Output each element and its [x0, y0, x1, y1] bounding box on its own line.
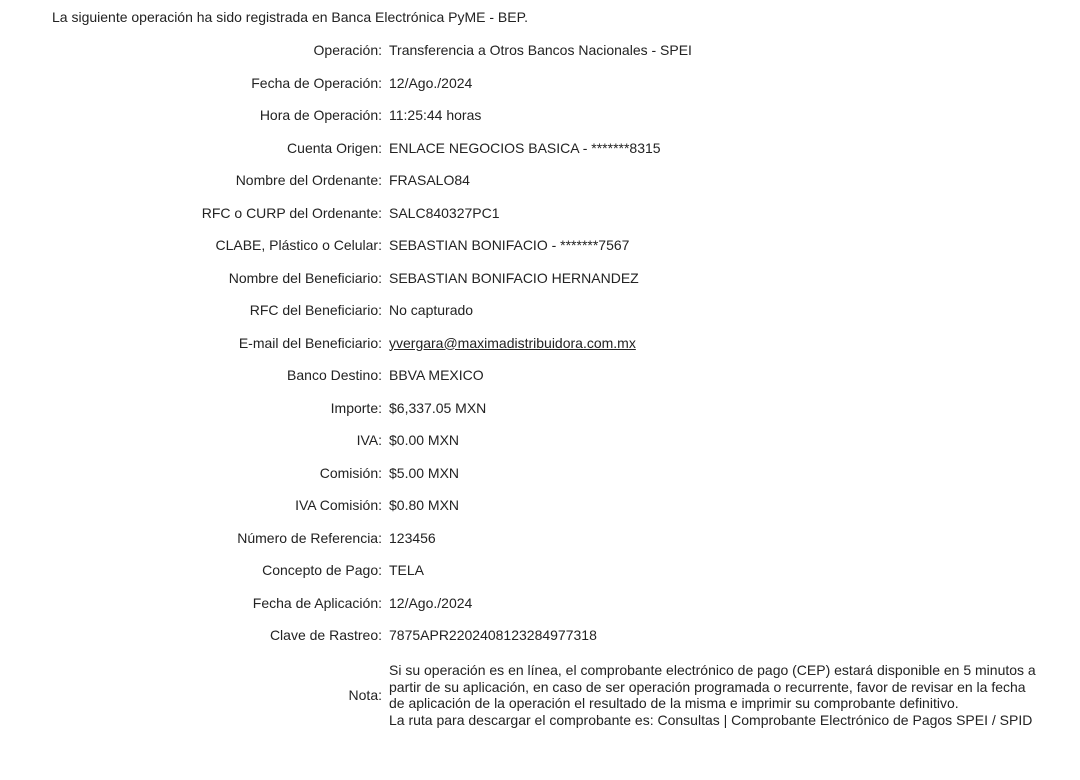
detail-row: Cuenta Origen: ENLACE NEGOCIOS BASICA - *…	[0, 132, 1080, 165]
detail-value: No capturado	[389, 302, 474, 319]
detail-row: RFC del Beneficiario: No capturado	[0, 294, 1080, 327]
detail-label: Fecha de Operación:	[251, 74, 382, 91]
detail-row: CLABE, Plástico o Celular: SEBASTIAN BONI…	[0, 229, 1080, 262]
detail-row: IVA Comisión: $0.80 MXN	[0, 489, 1080, 522]
beneficiary-email-link[interactable]: yvergara@maximadistribuidora.com.mx	[389, 334, 636, 351]
detail-row: Concepto de Pago: TELA	[0, 554, 1080, 587]
detail-label: Operación:	[313, 42, 382, 59]
detail-label: Cuenta Origen:	[287, 139, 382, 156]
detail-row: E-mail del Beneficiario: yvergara@maximad…	[0, 327, 1080, 360]
detail-value: $6,337.05 MXN	[389, 399, 487, 416]
note-text-route: La ruta para descargar el comprobante es…	[389, 712, 1033, 729]
detail-label: RFC del Beneficiario:	[249, 302, 382, 319]
detail-label: IVA Comisión:	[295, 497, 382, 514]
detail-label: Nombre del Beneficiario:	[228, 269, 382, 286]
detail-label: Fecha de Aplicación:	[252, 594, 382, 611]
note-section: Nota: Si su operación es en línea, el co…	[0, 652, 1080, 729]
detail-label: Clave de Rastreo:	[269, 627, 382, 644]
detail-row: Fecha de Operación: 12/Ago./2024	[0, 67, 1080, 100]
detail-label: Nombre del Ordenante:	[235, 172, 382, 189]
note-row: Nota: Si su operación es en línea, el co…	[0, 662, 1080, 729]
detail-value: $0.00 MXN	[389, 432, 460, 449]
detail-label: CLABE, Plástico o Celular:	[215, 237, 382, 254]
detail-row: Número de Referencia: 123456	[0, 522, 1080, 555]
detail-value: $0.80 MXN	[389, 497, 460, 514]
detail-row: Operación: Transferencia a Otros Bancos N…	[0, 34, 1080, 67]
detail-label: Importe:	[330, 399, 382, 416]
detail-value: SALC840327PC1	[389, 204, 500, 221]
detail-value: Transferencia a Otros Bancos Nacionales …	[389, 42, 692, 59]
detail-value: 11:25:44 horas	[389, 107, 482, 124]
detail-value: 123456	[389, 529, 436, 546]
note-text: Si su operación es en línea, el comproba…	[389, 662, 1037, 729]
detail-label: IVA:	[356, 432, 382, 449]
detail-value: SEBASTIAN BONIFACIO HERNANDEZ	[389, 269, 639, 286]
detail-row: Nombre del Beneficiario: SEBASTIAN BONIFA…	[0, 262, 1080, 295]
detail-row: Clave de Rastreo: 7875APR2202408123284977…	[0, 619, 1080, 652]
detail-value: TELA	[389, 562, 425, 579]
detail-row: Banco Destino: BBVA MEXICO	[0, 359, 1080, 392]
detail-label: Banco Destino:	[287, 367, 382, 384]
detail-value: FRASALO84	[389, 172, 470, 189]
detail-value: yvergara@maximadistribuidora.com.mx	[389, 335, 636, 351]
note-label: Nota:	[348, 687, 382, 704]
detail-value: ENLACE NEGOCIOS BASICA - *******8315	[389, 139, 661, 156]
intro-text: La siguiente operación ha sido registrad…	[52, 9, 529, 25]
note-text-cep: Si su operación es en línea, el comproba…	[389, 662, 1036, 712]
detail-value: 12/Ago./2024	[389, 594, 473, 611]
detail-label: E-mail del Beneficiario:	[238, 334, 382, 351]
detail-row: Importe: $6,337.05 MXN	[0, 392, 1080, 425]
detail-value: 12/Ago./2024	[389, 74, 473, 91]
detail-row: RFC o CURP del Ordenante: SALC840327PC1	[0, 197, 1080, 230]
detail-row: Hora de Operación: 11:25:44 horas	[0, 99, 1080, 132]
detail-label: Número de Referencia:	[237, 529, 382, 546]
detail-row: Comisión: $5.00 MXN	[0, 457, 1080, 490]
detail-value: BBVA MEXICO	[389, 367, 484, 384]
detail-row: IVA: $0.00 MXN	[0, 424, 1080, 457]
detail-label: RFC o CURP del Ordenante:	[201, 204, 382, 221]
detail-label: Hora de Operación:	[259, 107, 382, 124]
detail-label: Comisión:	[319, 464, 382, 481]
detail-label: Concepto de Pago:	[262, 562, 382, 579]
detail-value: SEBASTIAN BONIFACIO - *******7567	[389, 237, 630, 254]
detail-row: Fecha de Aplicación: 12/Ago./2024	[0, 587, 1080, 620]
detail-value: $5.00 MXN	[389, 464, 460, 481]
detail-value: 7875APR22024081232849773​18	[389, 627, 597, 644]
detail-row: Nombre del Ordenante: FRASALO84	[0, 164, 1080, 197]
operation-details: Operación: Transferencia a Otros Bancos N…	[0, 34, 1080, 652]
